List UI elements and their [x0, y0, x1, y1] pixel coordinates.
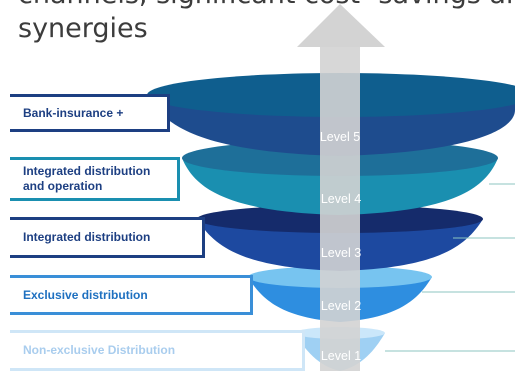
- slide-title-line-2: synergies: [18, 13, 148, 44]
- level-3-label-text: Integrated distribution: [23, 230, 151, 244]
- level-5-label-text: Bank-insurance +: [23, 105, 124, 120]
- level-1-label: Non-exclusive Distribution: [10, 330, 305, 371]
- level-4-label: Integrated distribution and operation: [10, 157, 180, 201]
- level-3-label: Integrated distribution: [10, 217, 205, 258]
- level-4-label-line-1: Integrated distribution: [23, 164, 151, 178]
- level-4-badge: Level 4: [321, 192, 361, 206]
- level-5-badge: Level 5: [320, 130, 360, 144]
- level-4-label-line-2: and operation: [23, 179, 103, 193]
- level-2-label-text: Exclusive distribution: [23, 287, 148, 302]
- level-1-badge: Level 1: [321, 349, 361, 363]
- level-5-label: Bank-insurance +: [10, 94, 170, 132]
- up-arrow-icon: [297, 4, 385, 371]
- slide-title-line-1: channels, significant cost- savings and: [18, 0, 515, 12]
- level-2-badge: Level 2: [321, 299, 361, 313]
- level-2-label: Exclusive distribution: [10, 275, 253, 315]
- level-3-badge: Level 3: [321, 246, 361, 260]
- level-1-label-text: Non-exclusive Distribution: [23, 343, 176, 357]
- slide-title: channels, significant cost- savings and …: [18, 0, 515, 46]
- connector-lines: [385, 183, 515, 352]
